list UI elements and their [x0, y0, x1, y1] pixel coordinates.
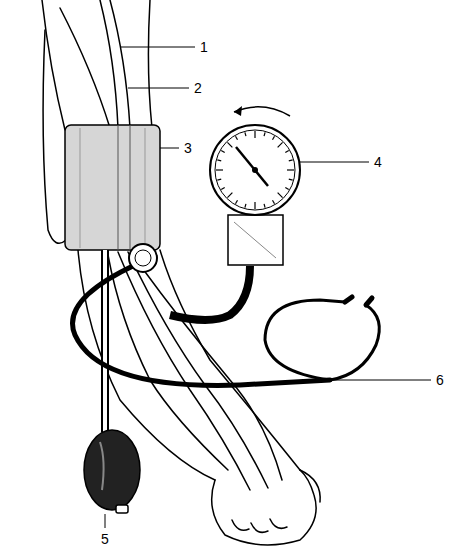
gauge-tick [289, 179, 293, 180]
gauge-tick [221, 151, 224, 153]
finger [270, 519, 287, 528]
leader-line [120, 47, 195, 48]
leader-line [105, 514, 106, 528]
gauge-base [228, 215, 283, 265]
bulb-valve [116, 505, 128, 513]
vessel-under-cuff [118, 125, 130, 250]
leader-line [128, 88, 189, 89]
stethoscope-branch [265, 300, 345, 380]
chest-piece-diaphragm [135, 250, 151, 266]
gauge-tick [221, 188, 224, 190]
arm-outline [42, 0, 320, 545]
gauge-rim [215, 130, 295, 210]
cuff [65, 125, 160, 250]
gauge-tick [287, 169, 294, 170]
cuff-shading [80, 128, 145, 248]
upper-arm-edge [148, 0, 152, 128]
leader-line [330, 380, 431, 381]
artery [110, 0, 130, 128]
gauge-pivot [252, 167, 258, 173]
gauge-needle [236, 147, 268, 186]
leader-line [160, 148, 179, 149]
gauge-tick [227, 142, 232, 147]
callout-number: 6 [435, 372, 445, 388]
callout-number: 5 [100, 531, 110, 547]
gauge-tick [245, 132, 246, 136]
gauge-tick [273, 200, 275, 203]
leader-line [300, 162, 369, 163]
gauge-tick [217, 160, 221, 161]
gauge-tick [285, 151, 288, 153]
rotation-arrow [234, 107, 290, 116]
earpiece [345, 297, 372, 305]
gauge-tick [289, 160, 293, 161]
forearm-edge [160, 250, 300, 470]
gauge-tick [264, 132, 265, 136]
vessel [128, 252, 268, 488]
gauge-tick [236, 200, 238, 203]
gauge-tick [236, 136, 238, 139]
gauge-dial [210, 125, 300, 215]
callout-number: 2 [193, 80, 203, 96]
stethoscope-tube [73, 265, 331, 385]
gauge-ticks [216, 131, 294, 209]
thumb [300, 470, 320, 502]
vessel [140, 265, 282, 480]
gauge-base-shading [234, 222, 276, 258]
callout-number: 3 [183, 140, 193, 156]
gauge-tick [254, 131, 255, 138]
gauge-tick [227, 193, 232, 198]
gauge-tick [217, 179, 221, 180]
callout-number: 4 [373, 154, 383, 170]
gauge-tick [254, 202, 255, 209]
gauge-tick [278, 193, 283, 198]
bulb-tube-inner [103, 250, 107, 432]
stethoscope-branch [330, 305, 379, 380]
rotation-arrowhead [234, 106, 242, 116]
bulb-highlight [100, 442, 104, 490]
gauge-tick [278, 142, 283, 147]
leader-lines [105, 47, 431, 528]
upper-arm-edge [42, 0, 65, 130]
vein [60, 8, 110, 128]
gauge-tick [216, 169, 223, 170]
gauge-tick [245, 204, 246, 208]
inflation-bulb [84, 430, 140, 510]
callout-number: 1 [199, 39, 209, 55]
gauge-tick [285, 188, 288, 190]
finger [232, 520, 249, 530]
finger [251, 523, 268, 532]
gauge-tick [273, 136, 275, 139]
gauge-tick [264, 204, 265, 208]
arm-back-edge [43, 30, 66, 243]
chest-piece [129, 244, 157, 272]
stethoscope [73, 265, 380, 385]
gauge-hose [170, 266, 250, 320]
